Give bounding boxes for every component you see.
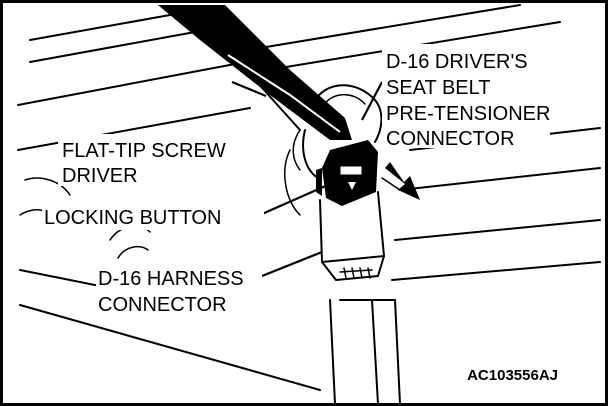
figure-code: AC103556AJ <box>467 367 558 384</box>
label-seat-belt-line3: PRE-TENSIONER <box>386 103 550 125</box>
label-bg-screwdriver <box>58 134 264 186</box>
label-bg-seat-belt <box>382 44 550 148</box>
label-bg-locking-button <box>42 202 264 230</box>
label-harness-line2: CONNECTOR <box>98 294 227 316</box>
leader-line-seat-belt-connector <box>361 81 383 121</box>
leader-line-locking-button <box>261 182 331 216</box>
flat-tip-screwdriver <box>158 5 352 140</box>
label-screwdriver-line2: DRIVER <box>62 165 138 187</box>
leader-line-screwdriver <box>231 80 267 98</box>
label-seat-belt-line4: CONNECTOR <box>386 128 515 150</box>
leader-line-harness-connector <box>261 250 323 278</box>
label-harness-line1: D-16 HARNESS <box>98 268 244 290</box>
label-seat-belt-line2: SEAT BELT <box>386 77 490 99</box>
arrow-down-right-icon <box>381 162 420 200</box>
harness-connector-body <box>319 191 385 281</box>
label-bg-harness <box>96 262 262 316</box>
label-seat-belt-line1: D-16 DRIVER'S <box>386 51 528 73</box>
label-locking-button: LOCKING BUTTON <box>44 207 221 229</box>
label-screwdriver-line1: FLAT-TIP SCREW <box>62 140 226 162</box>
